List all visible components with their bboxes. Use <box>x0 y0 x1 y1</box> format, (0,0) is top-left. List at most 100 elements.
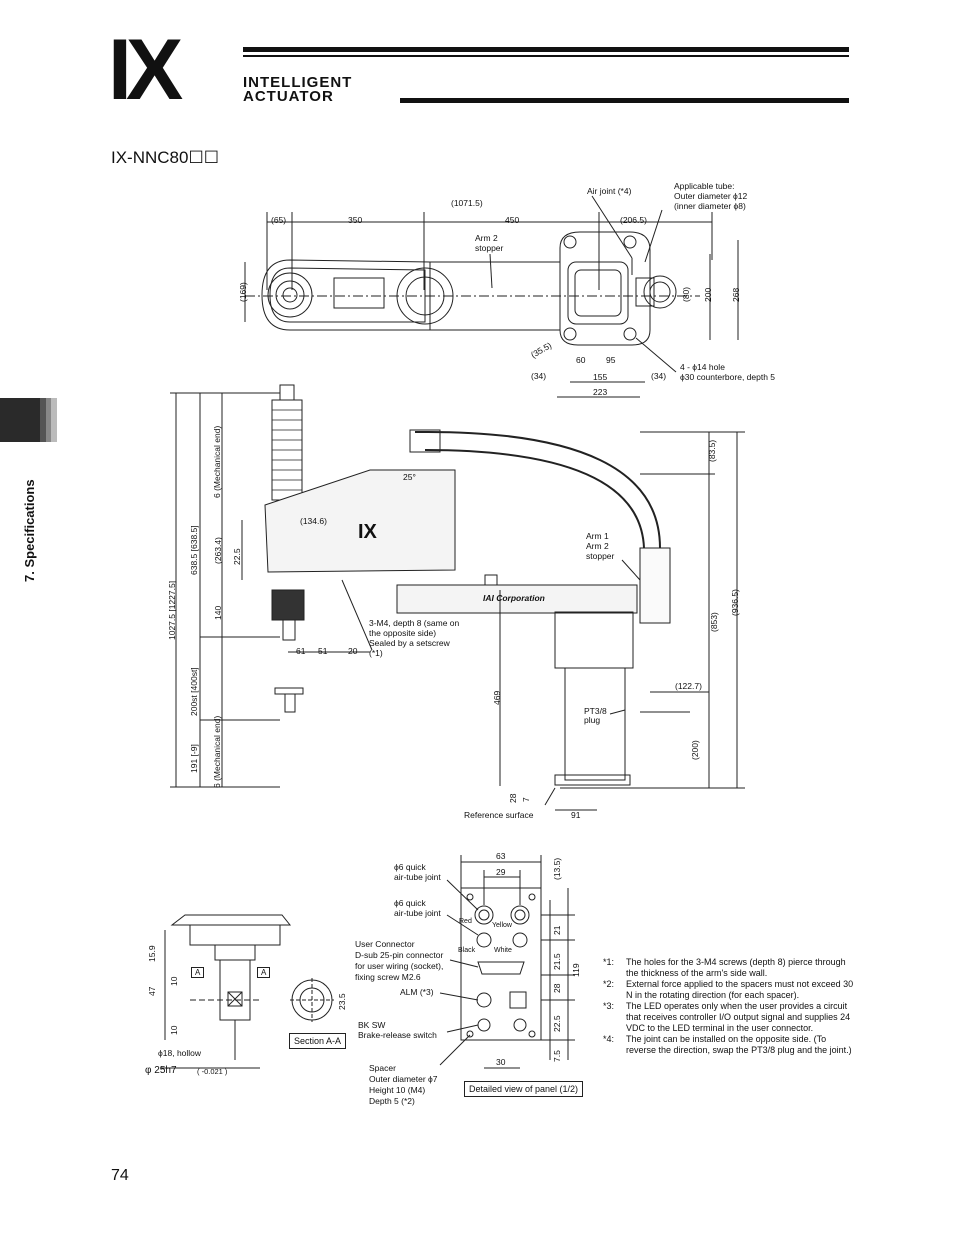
dim-225b: 22.5 <box>552 1015 562 1032</box>
dim-223: 223 <box>593 387 608 397</box>
side-tab <box>0 398 57 442</box>
dim-95: 95 <box>606 355 616 365</box>
dim-91: 91 <box>571 810 581 820</box>
arm2-stopper-label-2: stopper <box>475 243 504 253</box>
quick-joint-2a: ϕ6 quick <box>394 898 426 908</box>
brand-line1: INTELLIGENT <box>243 74 353 91</box>
spacer-label-1: Spacer <box>369 1063 396 1073</box>
section-label: Section A-A <box>289 1033 347 1049</box>
user-conn-label-1: User Connector <box>355 939 415 949</box>
dim-1346: (134.6) <box>300 516 327 526</box>
header: IX INTELLIGENT ACTUATOR <box>0 0 954 120</box>
note-3: *3: The LED operates only when the user … <box>603 1001 858 1034</box>
user-conn-label-3: for user wiring (socket), <box>355 961 444 971</box>
note-text: External force applied to the spacers mu… <box>626 979 854 1000</box>
dim-135: (13.5) <box>552 857 562 880</box>
pt-plug-label-1: PT3/8 <box>584 706 607 716</box>
user-conn-label-4: fixing screw M2.6 <box>355 972 421 982</box>
arm-stopper-label-2: Arm 2 <box>586 541 609 551</box>
page-number: 74 <box>111 1167 129 1184</box>
dim-1071: (1071.5) <box>451 198 483 208</box>
dim-350: 350 <box>348 215 363 225</box>
led-black-label: Black <box>458 947 476 954</box>
brand-line2: ACTUATOR <box>243 88 334 105</box>
screws-label-4: (*1) <box>369 648 383 658</box>
dim-21: 21 <box>552 925 562 935</box>
screws-label-2: the opposite side) <box>369 628 437 638</box>
bksw-label-2: Brake-release switch <box>358 1030 437 1040</box>
quick-joint-1a: ϕ6 quick <box>394 862 426 872</box>
reference-surface-label: Reference surface <box>464 810 534 820</box>
shaft-tolerance-a: φ 25h7 <box>145 1065 177 1076</box>
applicable-tube-label-1: Applicable tube: <box>674 181 735 191</box>
dim-34a: (34) <box>531 371 547 381</box>
quick-joint-2b: air-tube joint <box>394 908 441 918</box>
section-marker-right: A <box>257 967 271 978</box>
spacer-label-4: Depth 5 (*2) <box>369 1096 415 1106</box>
note-text: The holes for the 3-M4 screws (depth 8) … <box>626 957 846 978</box>
applicable-tube-label-3: (inner diameter ϕ8) <box>674 201 746 211</box>
header-rule-top-thin <box>243 55 849 57</box>
arm-stopper-label-1: Arm 1 <box>586 531 609 541</box>
section-marker-left: A <box>191 967 205 978</box>
dim-1227: (122.7) <box>675 681 702 691</box>
dim-61: 61 <box>296 646 306 656</box>
dim-20: 20 <box>348 646 358 656</box>
alm-label: ALM (*3) <box>400 987 434 997</box>
note-text: The joint can be installed on the opposi… <box>626 1034 852 1055</box>
model-title: IX-NNC80☐☐ <box>111 148 219 167</box>
screws-label-1: 3-M4, depth 8 (same on <box>369 618 460 628</box>
screws-label-3: Sealed by a setscrew <box>369 638 450 648</box>
note-mark: *2: <box>603 979 615 989</box>
note-mark: *4: <box>603 1034 615 1044</box>
dim-119: 119 <box>571 963 581 977</box>
hole-label-1: 4 - ϕ14 hole <box>680 362 725 372</box>
note-text: The LED operates only when the user prov… <box>626 1001 851 1033</box>
spacer-label-3: Height 10 (M4) <box>369 1085 426 1095</box>
arm2-stopper-label-1: Arm 2 <box>475 233 498 243</box>
arm-stopper-label-3: stopper <box>586 551 615 561</box>
logo-letters: IX <box>108 22 183 118</box>
hole-label-2: ϕ30 counterbore, depth 5 <box>680 372 776 382</box>
spacer-label-2: Outer diameter ϕ7 <box>369 1074 438 1084</box>
note-2: *2: External force applied to the spacer… <box>603 979 858 1001</box>
dim-63: 63 <box>496 851 506 861</box>
dim-51: 51 <box>318 646 328 656</box>
dim-206: (206.5) <box>620 215 647 225</box>
note-mark: *1: <box>603 957 615 967</box>
dim-155: 155 <box>593 372 608 382</box>
notes-list: *1: The holes for the 3-M4 screws (depth… <box>603 957 858 1056</box>
applicable-tube-label-2: Outer diameter ϕ12 <box>674 191 748 201</box>
dim-75: 7.5 <box>552 1050 562 1062</box>
dim-34b: (34) <box>651 371 667 381</box>
dim-30: 30 <box>496 1057 506 1067</box>
quick-joint-1b: air-tube joint <box>394 872 441 882</box>
dim-29: 29 <box>496 867 506 877</box>
note-4: *4: The joint can be installed on the op… <box>603 1034 858 1056</box>
dim-65: (65) <box>271 215 287 225</box>
dim-215: 21.5 <box>552 953 562 970</box>
dim-28b: 28 <box>552 983 562 993</box>
note-1: *1: The holes for the 3-M4 screws (depth… <box>603 957 858 979</box>
pt-plug-label-2: plug <box>584 715 601 725</box>
dim-25deg: 25° <box>403 472 416 482</box>
shaft-tolerance-b: ( -0.021 ) <box>197 1067 228 1076</box>
dim-450: 450 <box>505 215 520 225</box>
shaft-hollow-label: ϕ18, hollow <box>158 1048 202 1058</box>
note-mark: *3: <box>603 1001 615 1011</box>
arm-brand-text: IAI Corporation <box>483 593 545 603</box>
led-red-label: Red <box>459 918 472 925</box>
header-rule-bottom-thick <box>400 98 849 103</box>
led-yellow-label: Yellow <box>492 922 512 929</box>
panel-caption: Detailed view of panel (1/2) <box>464 1081 584 1097</box>
dim-60: 60 <box>576 355 586 365</box>
bksw-label-1: BK SW <box>358 1020 386 1030</box>
led-white-label: White <box>494 947 512 954</box>
air-joint-label: Air joint (*4) <box>587 186 632 196</box>
header-rule-top-thick <box>243 47 849 52</box>
user-conn-label-2: D-sub 25-pin connector <box>355 950 444 960</box>
